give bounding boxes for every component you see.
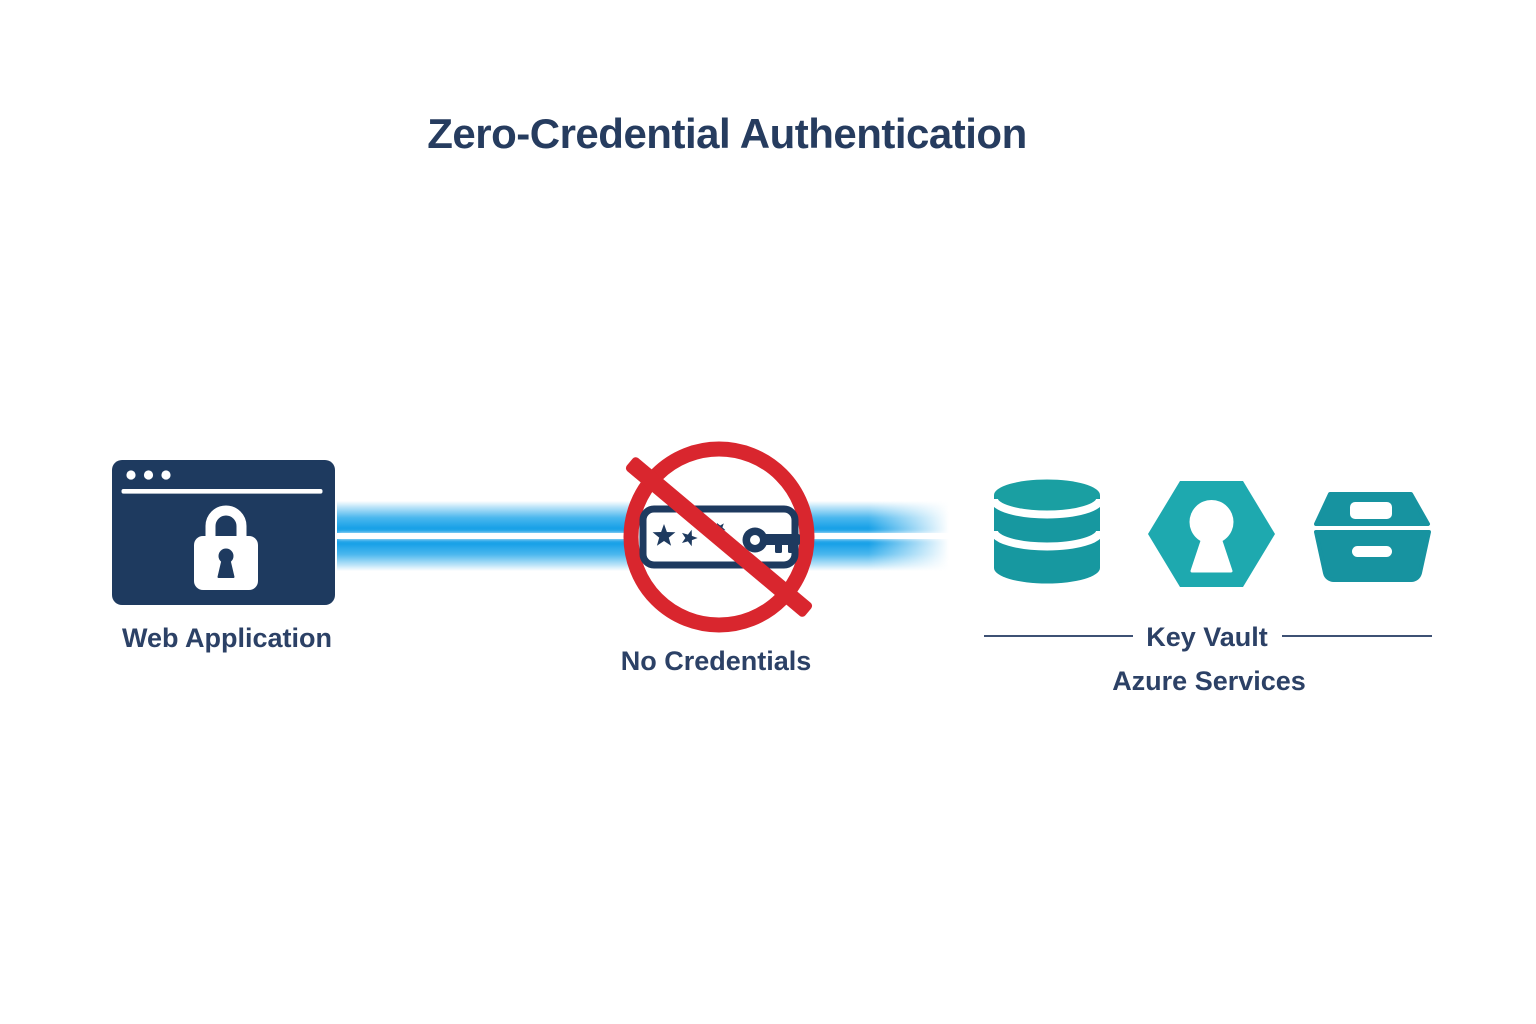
key-vault-label: Key Vault — [1146, 622, 1268, 652]
storage-box-icon — [1314, 492, 1431, 582]
page-title: Zero-Credential Authentication — [427, 110, 1027, 157]
browser-dot-icon — [126, 470, 136, 480]
asterisk-icon — [681, 529, 698, 547]
keyhole-icon — [1189, 500, 1234, 573]
secure-browser-window-icon — [112, 460, 335, 605]
asterisk-icon — [652, 524, 676, 546]
no-credentials-label: No Credentials — [620, 646, 812, 676]
azure-services-label: Azure Services — [1112, 666, 1306, 696]
key-vault-divider-left — [984, 635, 1133, 637]
database-icon — [993, 479, 1101, 584]
no-password-prohibition-icon — [623, 441, 815, 633]
web-application-label: Web Application — [121, 623, 333, 653]
prohibition-slash-icon — [625, 457, 813, 617]
browser-dot-icon — [161, 470, 171, 480]
lock-icon — [194, 505, 258, 590]
browser-dot-icon — [143, 470, 154, 480]
key-vault-divider-right — [1282, 635, 1432, 637]
key-vault-icon — [1148, 481, 1275, 587]
key-icon — [742, 527, 800, 553]
